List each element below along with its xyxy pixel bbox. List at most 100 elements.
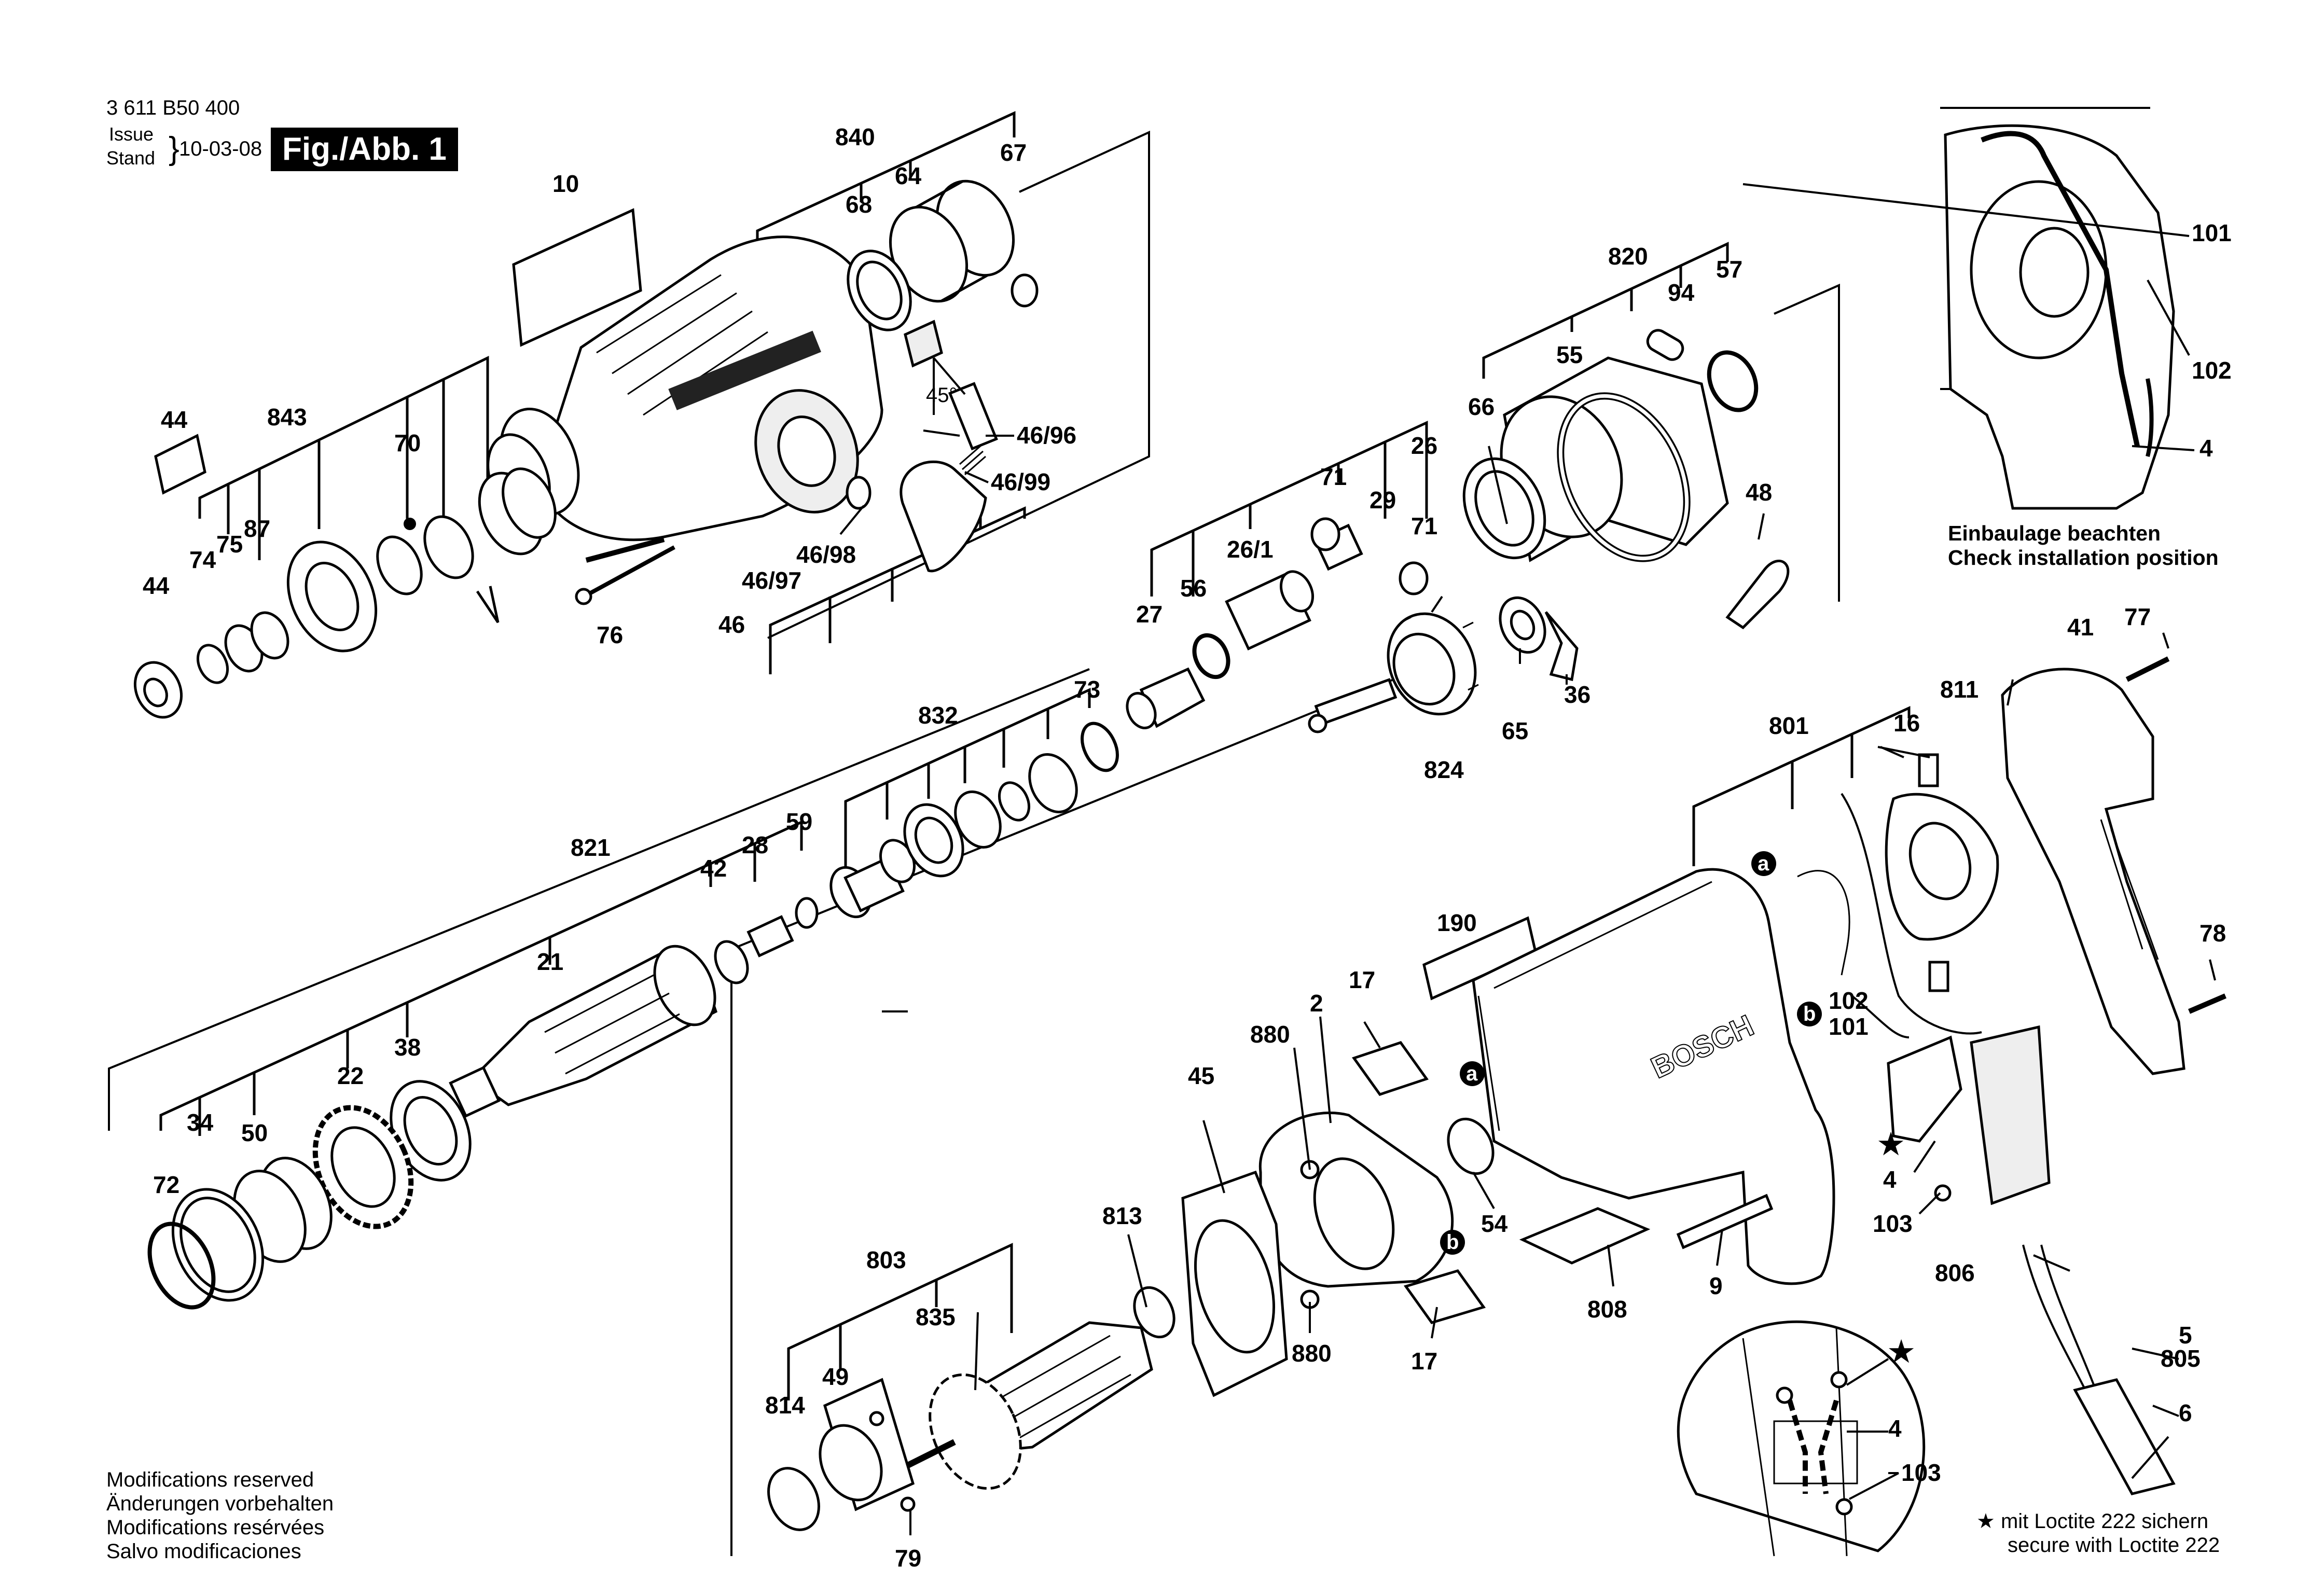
- lever-48: [1725, 560, 1790, 630]
- callout-22: 22: [337, 1062, 364, 1089]
- label-9: [1676, 1194, 1774, 1250]
- callout-103: 103: [1873, 1210, 1913, 1237]
- callout-10: 10: [552, 170, 579, 197]
- bearing-814: [767, 1467, 820, 1531]
- document-number: 3 611 B50 400: [106, 96, 240, 119]
- bracket-801: [1692, 706, 1911, 866]
- callout-65: 65: [1502, 717, 1528, 744]
- callout-labels: 840 68 64 67 10 44 843 70 44 74 75 87 46…: [143, 123, 2232, 1572]
- callout-57: 57: [1716, 256, 1742, 283]
- callout-38: 38: [394, 1034, 421, 1061]
- loctite-note: ★ mit Loctite 222 sichern secure with Lo…: [1976, 1509, 2220, 1557]
- angle-45: 45°: [926, 384, 958, 407]
- bracket-843: [198, 356, 489, 524]
- handle-installation-detail: [1944, 124, 2175, 510]
- callout-70: 70: [394, 429, 421, 456]
- callout-835: 835: [916, 1303, 956, 1330]
- detail-switch-4: [1773, 1420, 1858, 1484]
- callout-2: 2: [1310, 990, 1323, 1017]
- sleeve-67: [1011, 273, 1039, 308]
- issue-label: Issue: [109, 123, 154, 145]
- fan-835: [929, 1373, 1022, 1490]
- screw-78: [2188, 993, 2226, 1014]
- callout-21: 21: [537, 948, 563, 975]
- callout-46-97: 46/97: [742, 567, 801, 594]
- callout-101: 101: [1829, 1013, 1869, 1040]
- callout-880: 880: [1292, 1340, 1332, 1367]
- ring-87: [250, 611, 289, 660]
- issue-date: 10-03-08: [179, 137, 262, 160]
- selector-spring-46-96: [948, 382, 998, 451]
- bracket-26: [1150, 421, 1428, 596]
- label-808: [1519, 1207, 1651, 1265]
- installation-note-en: Check installation position: [1948, 546, 2219, 570]
- hammer-tube-parts: [147, 721, 1119, 1310]
- callout-54: 54: [1481, 1210, 1508, 1237]
- callout-36: 36: [1564, 681, 1590, 708]
- bracket-46: [769, 506, 1026, 674]
- callout-79: 79: [895, 1545, 921, 1572]
- cable-101: [1981, 131, 2140, 447]
- snap-ring-72: [147, 1222, 216, 1310]
- modifications-es: Salvo modificaciones: [106, 1540, 301, 1563]
- gear-group-parts: [1126, 329, 1790, 733]
- stand-label: Stand: [106, 147, 156, 169]
- callout-813: 813: [1102, 1202, 1142, 1229]
- callout-16: 16: [1893, 710, 1920, 737]
- loctite-de: ★ mit Loctite 222 sichern: [1976, 1510, 2209, 1533]
- o-ring-57: [1707, 350, 1759, 412]
- motor-housing-801: [1472, 868, 1835, 1285]
- ring-71b: [1399, 561, 1429, 595]
- marker-a-motor: [1460, 1061, 1485, 1086]
- screw-103: [1934, 1184, 1952, 1202]
- callout-87: 87: [244, 515, 270, 542]
- installation-note-de: Einbaulage beachten: [1948, 521, 2161, 545]
- callout-4-loctite: 4: [1888, 1415, 1902, 1442]
- marker-b-motor-label: b: [1446, 1231, 1459, 1254]
- callout-9: 9: [1709, 1272, 1723, 1299]
- screw-79: [900, 1496, 916, 1512]
- modifications-en: Modifications reserved: [106, 1468, 314, 1491]
- shift-fork: [904, 320, 943, 368]
- callout-55: 55: [1556, 341, 1583, 368]
- marker-b-motor: [1440, 1230, 1465, 1255]
- callout-5: 5: [2179, 1322, 2192, 1349]
- callout-102-detail: 102: [2192, 357, 2232, 384]
- star-marker: ★: [1888, 1335, 1914, 1368]
- callout-811: 811: [1940, 676, 1979, 703]
- switch-trigger-4: [1887, 1035, 1962, 1143]
- cable-806: [2022, 1244, 2086, 1391]
- bracket-lines: [159, 111, 1911, 1400]
- marker-a-top: [1751, 851, 1776, 876]
- callout-45: 45: [1188, 1062, 1214, 1089]
- detail-leads: [1787, 1399, 1839, 1494]
- callout-832: 832: [918, 702, 958, 729]
- callout-102: 102: [1829, 987, 1869, 1014]
- brush-16: [1918, 753, 1939, 787]
- callout-34: 34: [187, 1109, 214, 1136]
- ring-71a: [1310, 517, 1340, 551]
- screw-76: [585, 537, 665, 563]
- bracket-803: [787, 1243, 1013, 1400]
- o-ring-46-98: [846, 476, 872, 510]
- callout-73: 73: [1074, 676, 1100, 703]
- cable-protector-6: [2073, 1378, 2176, 1495]
- switch-loctite-detail: [1677, 1320, 1926, 1557]
- issue-brace: }: [169, 131, 179, 166]
- bracket-821: [159, 820, 803, 1131]
- leader-lines: [839, 183, 2216, 1535]
- callout-49: 49: [822, 1363, 849, 1390]
- lead-101: [1841, 793, 1982, 1035]
- brush-16b: [1928, 961, 1949, 992]
- screw-77: [2125, 656, 2170, 682]
- callout-66: 66: [1468, 393, 1495, 420]
- callout-4-detail: 4: [2200, 435, 2213, 462]
- locking-sleeve-44: [154, 434, 206, 495]
- callout-103-loctite: 103: [1901, 1459, 1941, 1486]
- selector-knob-46-97: [900, 460, 987, 573]
- callout-46: 46: [718, 611, 745, 638]
- modifications-note: Modifications reserved Änderungen vorbeh…: [106, 1468, 334, 1563]
- callout-814: 814: [765, 1392, 805, 1419]
- ring-74: [196, 644, 229, 684]
- brush-holder-17b: [1403, 1269, 1486, 1324]
